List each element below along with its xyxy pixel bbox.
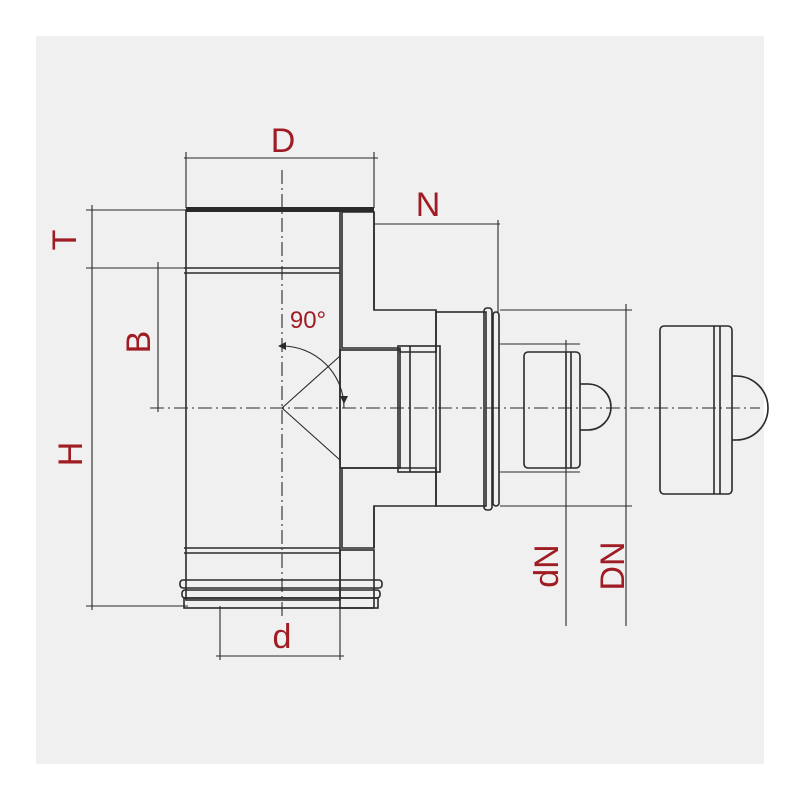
label-angle: 90° bbox=[290, 307, 326, 334]
label-d: d bbox=[273, 618, 292, 656]
main-pipe bbox=[179, 207, 383, 609]
label-N: N bbox=[416, 186, 441, 224]
label-B: B bbox=[120, 331, 158, 354]
branch-pipe bbox=[339, 307, 500, 511]
label-D: D bbox=[271, 122, 296, 160]
center-lines bbox=[150, 170, 760, 620]
insulation-section bbox=[341, 211, 437, 549]
label-T: T bbox=[46, 230, 84, 251]
inner-cap bbox=[523, 351, 612, 469]
outer-cap bbox=[659, 325, 769, 495]
dimension-lines bbox=[86, 152, 632, 660]
label-dN: dN bbox=[528, 544, 566, 587]
label-DN: DN bbox=[594, 541, 632, 590]
label-H: H bbox=[52, 442, 90, 467]
